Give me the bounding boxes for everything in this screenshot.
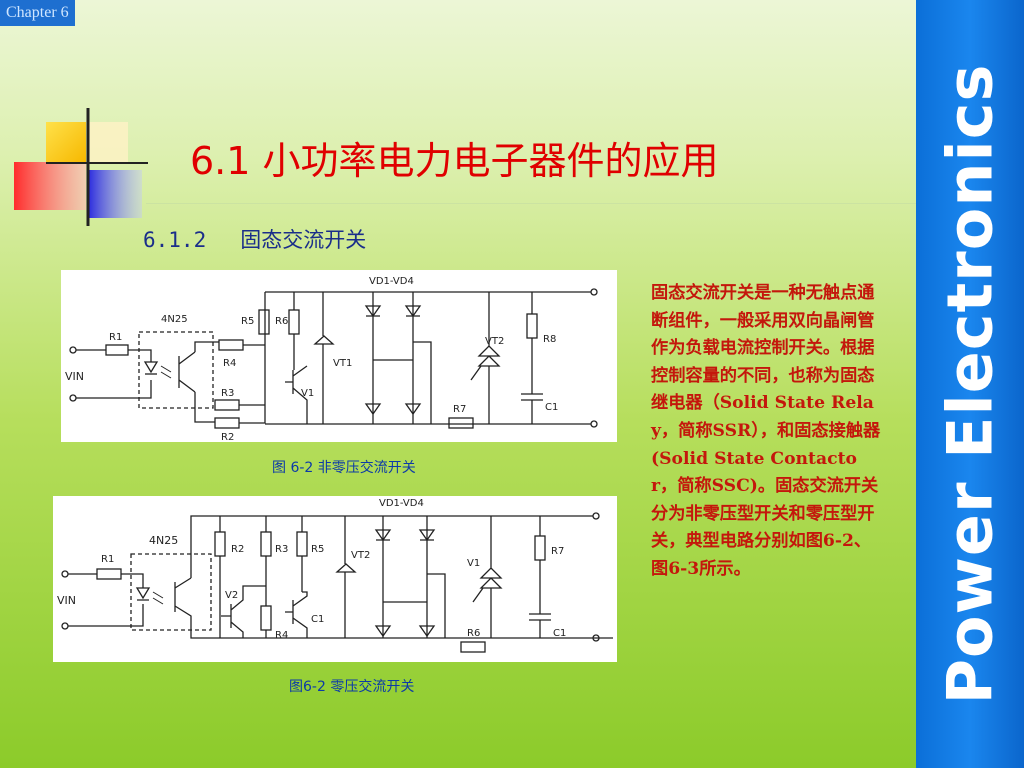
circuit-diagram-nonzero: VIN R1 4N25 R4 R3 R2 R5 R6 V1 VT1 VD1-VD… (61, 270, 617, 442)
label-vt1-2: VT2 (351, 550, 370, 561)
label-r3-2: R3 (275, 544, 288, 555)
title-divider (146, 203, 916, 204)
label-v1-2: V2 (225, 590, 238, 601)
description-text: 固态交流开关是一种无触点通断组件，一般采用双向晶闸管作为负载电流控制开关。根据控… (651, 283, 881, 579)
label-r7: R7 (453, 404, 466, 415)
label-r3: R3 (221, 388, 234, 399)
label-v1: V1 (301, 388, 314, 399)
label-vd: VD1-VD4 (369, 276, 414, 287)
label-vin: VIN (65, 370, 84, 383)
sidebar-title: Power Electronics (933, 63, 1007, 705)
label-r5: R5 (241, 316, 254, 327)
section-name: 固态交流开关 (240, 228, 367, 252)
label-r6: R6 (275, 316, 288, 327)
label-v2-2: C1 (311, 614, 324, 625)
label-r2-2: R2 (231, 544, 244, 555)
label-vd-2: VD1-VD4 (379, 498, 424, 509)
label-r4-2: R4 (275, 630, 288, 641)
chapter-label: Chapter 6 (0, 0, 75, 26)
label-4n25-2: 4N25 (149, 534, 178, 547)
sidebar-banner: Power Electronics (916, 0, 1024, 768)
label-vt1: VT1 (333, 358, 352, 369)
figure-caption-1: 图 6-2 非零压交流开关 (272, 460, 416, 476)
section-subtitle: 6.1.2 固态交流开关 (143, 224, 366, 254)
figure-caption-2: 图6-2 零压交流开关 (289, 679, 415, 695)
label-r2: R2 (221, 432, 234, 442)
label-vt2: VT2 (485, 336, 504, 347)
label-4n25: 4N25 (161, 314, 188, 325)
slide-title: 6.1 小功率电力电子器件的应用 (190, 139, 719, 183)
label-r4: R4 (223, 358, 236, 369)
label-vin-2: VIN (57, 594, 76, 607)
label-r5-2: R5 (311, 544, 324, 555)
decorative-squares-logo (14, 108, 148, 226)
label-c1: C1 (545, 402, 558, 413)
label-vt2-2: V1 (467, 558, 480, 569)
label-c1-2: C1 (553, 628, 566, 639)
section-number: 6.1.2 (143, 228, 207, 252)
circuit-diagram-zero: VIN R1 4N25 R2 R3 R5 V2 R4 C1 VT2 VD1-VD… (53, 496, 617, 662)
label-r7-2: R7 (551, 546, 564, 557)
label-r8: R8 (543, 334, 556, 345)
label-r1-2: R1 (101, 554, 114, 565)
label-r1: R1 (109, 332, 122, 343)
label-r6-2: R6 (467, 628, 480, 639)
